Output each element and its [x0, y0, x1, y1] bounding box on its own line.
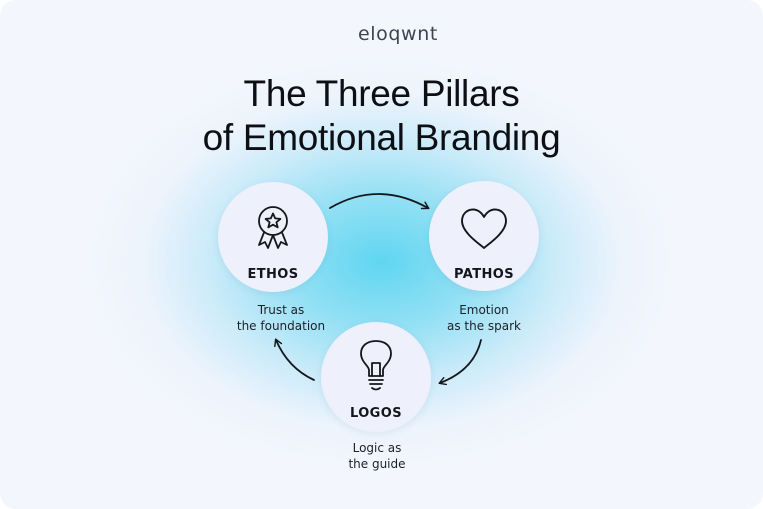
- caption-ethos-line-2: the foundation: [236, 319, 326, 333]
- pillar-pathos: PATHOS: [429, 181, 539, 291]
- caption-logos: Logic as the guide: [307, 440, 447, 472]
- lightbulb-icon: [360, 340, 392, 391]
- pillar-ethos: ETHOS: [218, 182, 328, 292]
- caption-logos-line-1: Logic as: [352, 441, 402, 455]
- caption-ethos-line-1: Trust as: [257, 303, 305, 317]
- pillar-logos: LOGOS: [321, 322, 431, 432]
- brand-name: eloqwnt: [358, 22, 438, 45]
- caption-ethos: Trust as the foundation: [211, 302, 351, 334]
- brand-logo: eloqwnt: [318, 19, 438, 49]
- arrow-pathos-to-logos: [438, 339, 482, 386]
- caption-pathos-line-2: as the spark: [446, 319, 522, 333]
- waveform-logo-icon: [318, 19, 346, 49]
- arrow-ethos-to-pathos: [329, 193, 430, 210]
- caption-logos-line-2: the guide: [348, 457, 406, 471]
- title-line-2: of Emotional Branding: [202, 117, 561, 158]
- page-title: The Three Pillars of Emotional Branding: [0, 72, 763, 160]
- pillar-label-logos: LOGOS: [350, 406, 402, 421]
- heart-icon: [461, 208, 507, 249]
- award-ribbon-icon: [258, 206, 288, 249]
- caption-pathos-line-1: Emotion: [459, 303, 509, 317]
- title-line-1: The Three Pillars: [243, 73, 520, 114]
- caption-pathos: Emotion as the spark: [414, 302, 554, 334]
- arrow-logos-to-ethos: [274, 338, 315, 381]
- pillar-label-ethos: ETHOS: [247, 267, 299, 282]
- pillar-label-pathos: PATHOS: [454, 267, 514, 282]
